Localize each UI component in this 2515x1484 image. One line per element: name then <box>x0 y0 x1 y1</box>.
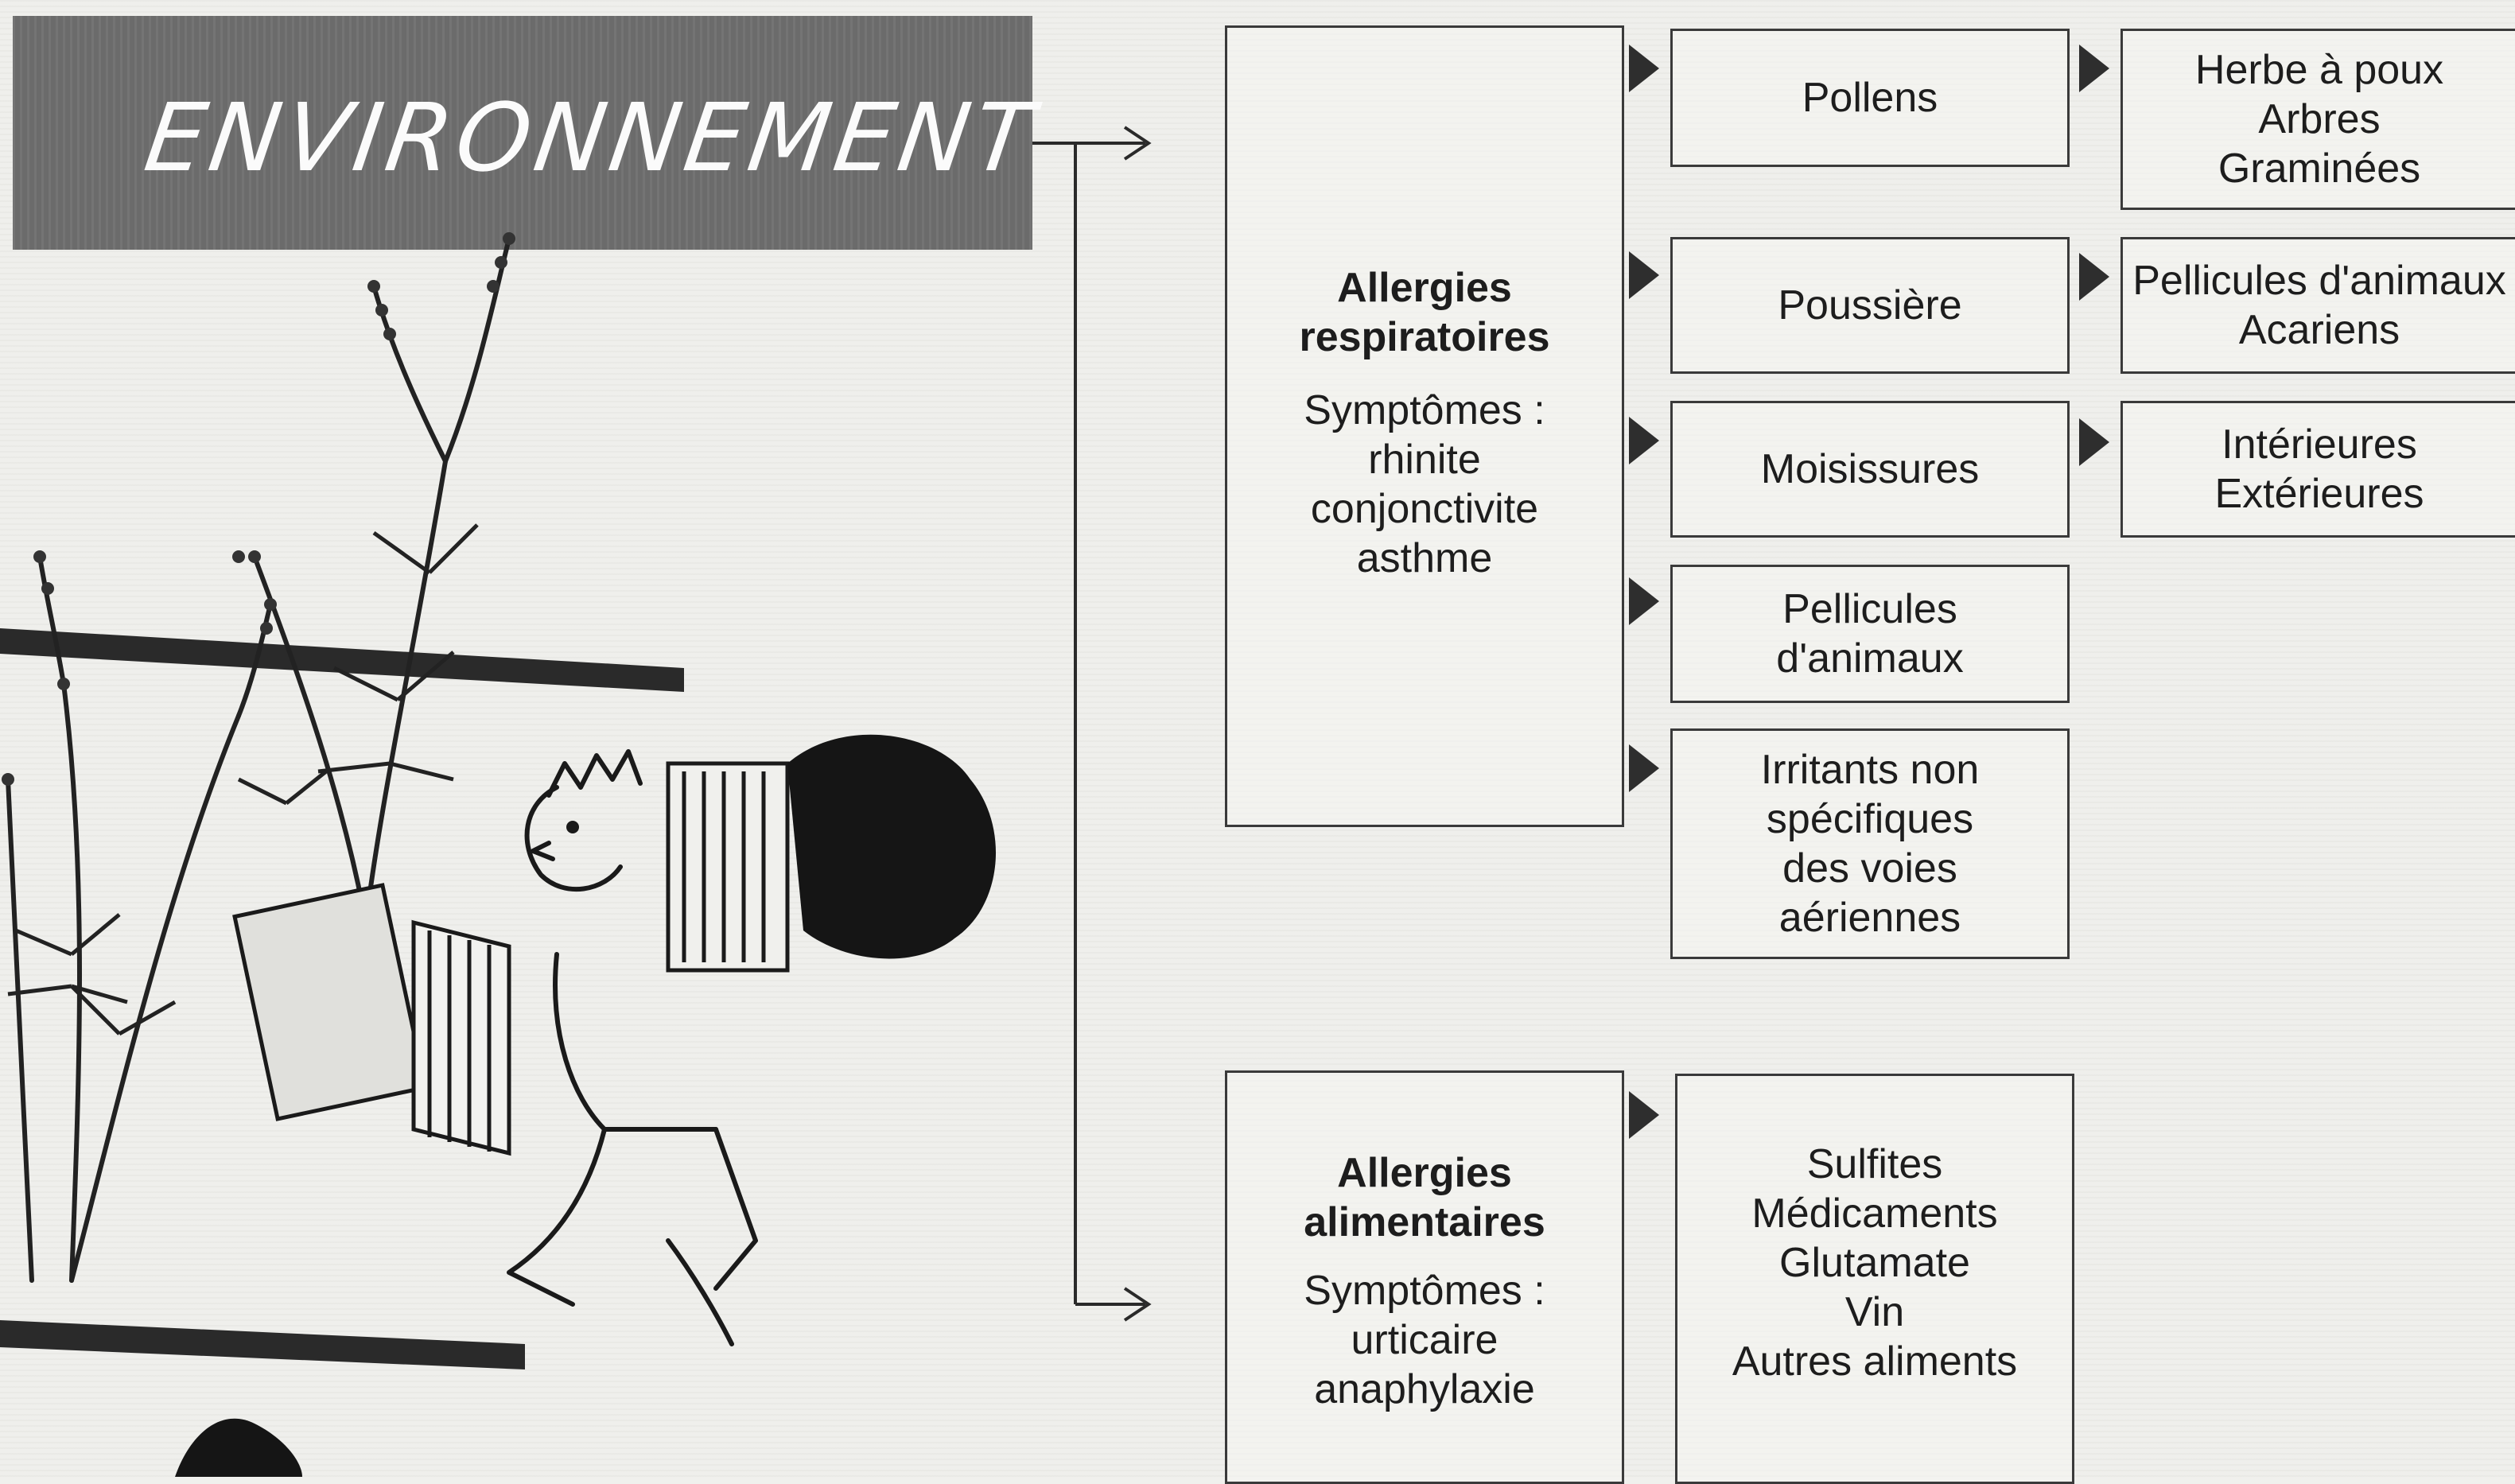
arrow-marker <box>2079 253 2109 301</box>
food-title-line: Allergies <box>1337 1148 1512 1198</box>
arrow-marker <box>1629 251 1659 299</box>
cause-label: spécifiques <box>1767 794 1973 844</box>
respiratory-symptom: asthme <box>1357 534 1493 583</box>
detail-item: Intérieures <box>2222 420 2417 469</box>
respiratory-symptoms-heading: Symptômes : <box>1304 386 1545 435</box>
respiratory-title-line: Allergies <box>1337 263 1512 313</box>
detail-box-dust: Pellicules d'animaux Acariens <box>2120 237 2515 374</box>
cause-box-molds: Moisissures <box>1670 401 2070 538</box>
food-symptom: anaphylaxie <box>1314 1365 1535 1414</box>
arrow-marker <box>1629 744 1659 792</box>
food-cause: Autres aliments <box>1732 1337 2017 1386</box>
cause-box-airway-irritants: Irritants non spécifiques des voies aéri… <box>1670 728 2070 959</box>
cause-label: Pellicules <box>1782 585 1957 634</box>
cause-label: d'animaux <box>1776 634 1963 683</box>
food-title-line: alimentaires <box>1304 1198 1545 1247</box>
cause-label: Irritants non <box>1761 745 1980 794</box>
food-cause: Médicaments <box>1751 1189 1997 1238</box>
detail-item: Arbres <box>2258 95 2380 144</box>
cause-label: Poussière <box>1778 281 1961 330</box>
food-allergies-box: Allergies alimentaires Symptômes : urtic… <box>1225 1070 1624 1484</box>
cause-label: des voies <box>1782 844 1957 893</box>
food-symptoms-heading: Symptômes : <box>1304 1266 1545 1315</box>
dark-hair-shape <box>787 735 996 959</box>
detail-item: Graminées <box>2218 144 2420 193</box>
respiratory-allergies-box: Allergies respiratoires Symptômes : rhin… <box>1225 25 1624 827</box>
detail-item: Herbe à poux <box>2195 45 2443 95</box>
cause-box-dust: Poussière <box>1670 237 2070 374</box>
arrow-marker <box>1629 417 1659 464</box>
cause-box-animal-dander: Pellicules d'animaux <box>1670 565 2070 703</box>
arrow-marker <box>2079 418 2109 466</box>
arrow-marker <box>1629 577 1659 625</box>
food-symptom: urticaire <box>1351 1315 1499 1365</box>
detail-box-pollens: Herbe à poux Arbres Graminées <box>2120 29 2515 210</box>
food-causes-box: Sulfites Médicaments Glutamate Vin Autre… <box>1675 1074 2074 1484</box>
respiratory-symptom: conjonctivite <box>1311 484 1538 534</box>
dark-ground-shape <box>175 1419 302 1477</box>
cause-label: Moisissures <box>1761 445 1980 494</box>
arrow-marker <box>1629 1091 1659 1139</box>
cause-box-pollens: Pollens <box>1670 29 2070 167</box>
food-cause: Vin <box>1845 1288 1904 1337</box>
cause-label: aériennes <box>1779 893 1961 942</box>
respiratory-symptom: rhinite <box>1368 435 1481 484</box>
detail-item: Pellicules d'animaux <box>2132 256 2506 305</box>
accordion-icon <box>235 763 787 1153</box>
arrow-marker <box>2079 45 2109 92</box>
detail-item: Extérieures <box>2215 469 2424 519</box>
cause-label: Pollens <box>1802 73 1938 122</box>
respiratory-title-line: respiratoires <box>1299 313 1549 362</box>
food-cause: Sulfites <box>1807 1140 1943 1189</box>
detail-item: Acariens <box>2239 305 2400 355</box>
detail-box-molds: Intérieures Extérieures <box>2120 401 2515 538</box>
arrow-marker <box>1629 45 1659 92</box>
accordion-child-illustration <box>0 0 1034 1477</box>
food-cause: Glutamate <box>1779 1238 1970 1288</box>
